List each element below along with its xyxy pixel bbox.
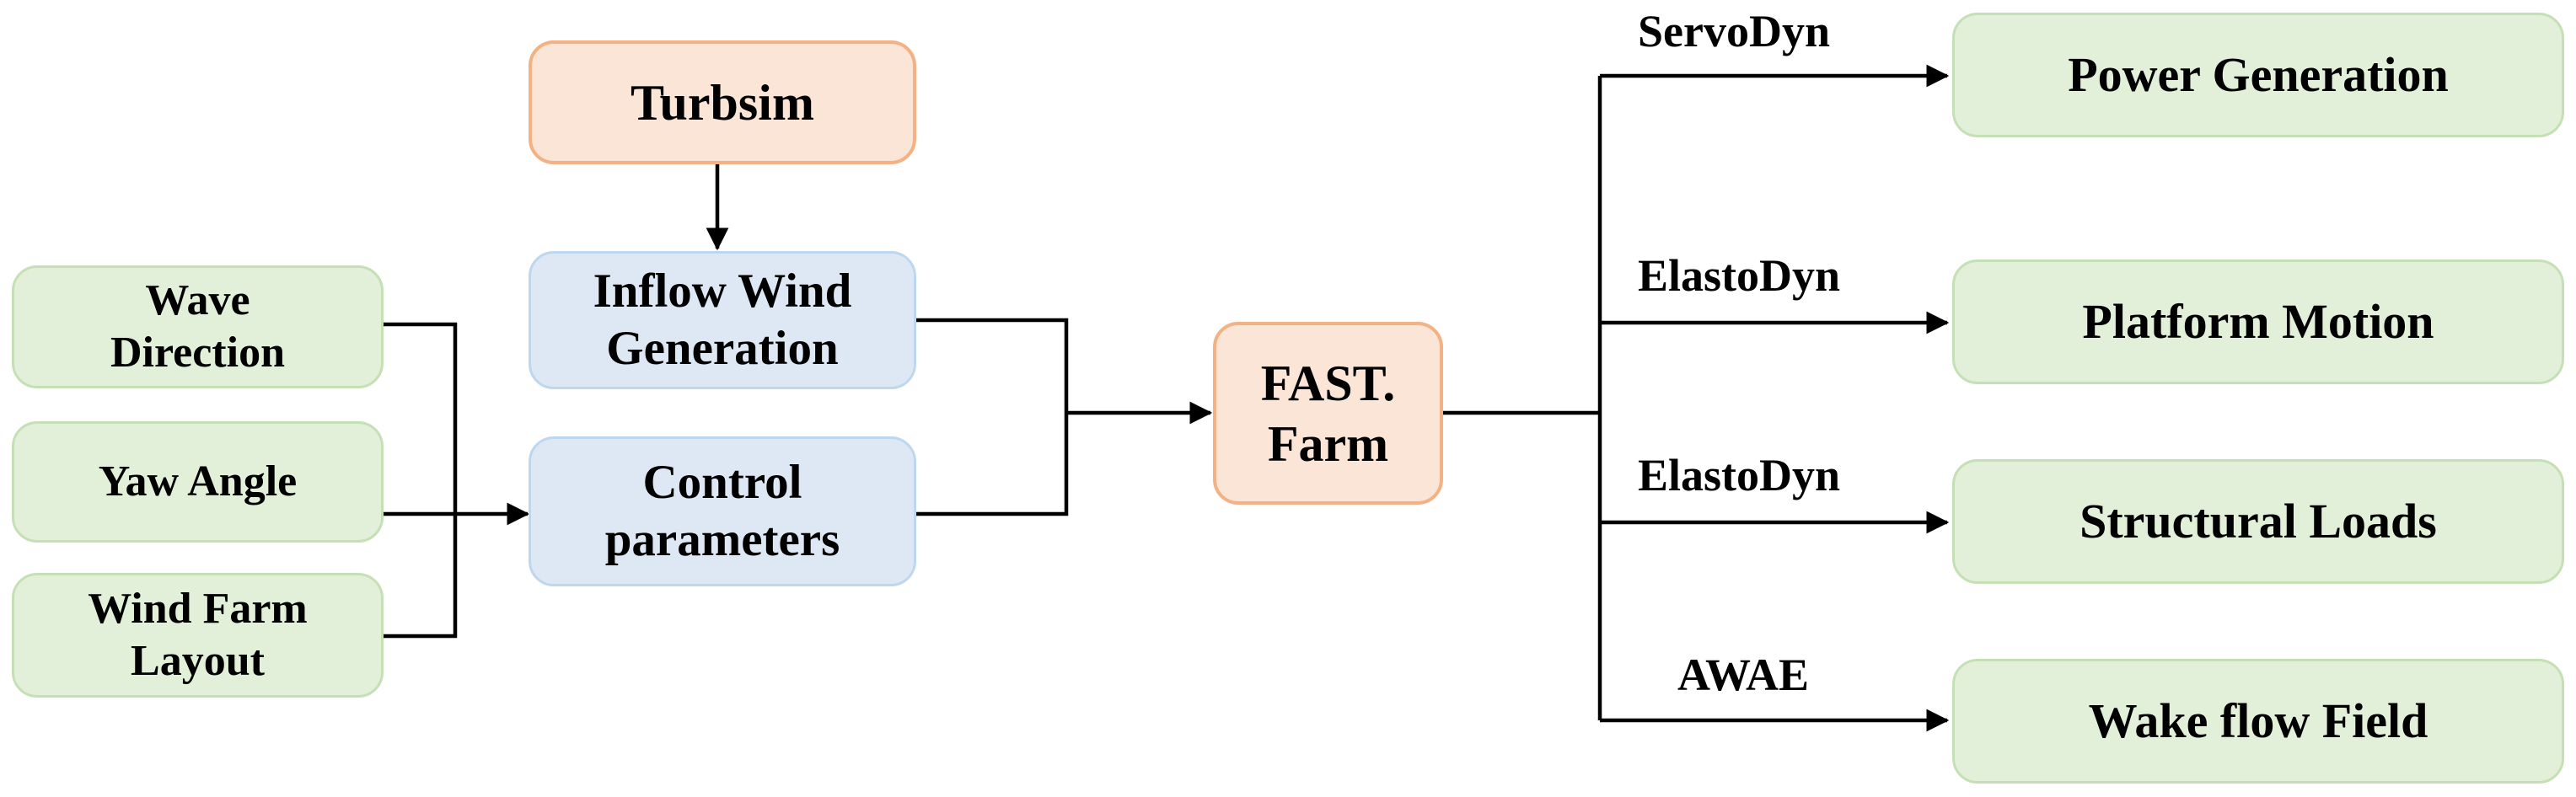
inflow-wind-generation-label: Inflow Wind Generation — [593, 264, 852, 375]
wave-direction-box: Wave Direction — [12, 265, 384, 388]
platform-motion-box: Platform Motion — [1952, 259, 2564, 384]
wake-flow-field-box: Wake flow Field — [1952, 659, 2564, 784]
control-parameters-label: Control parameters — [604, 455, 840, 566]
turbsim-box: Turbsim — [529, 40, 916, 164]
connector-wind-farm-layout — [384, 514, 458, 639]
platform-motion-label: Platform Motion — [2082, 294, 2434, 350]
connector-control — [916, 413, 1069, 516]
yaw-angle-box: Yaw Angle — [12, 421, 384, 543]
power-generation-box: Power Generation — [1952, 13, 2564, 137]
yaw-angle-label: Yaw Angle — [98, 457, 298, 505]
power-generation-label: Power Generation — [2068, 47, 2449, 103]
awae-label: AWAE — [1677, 650, 1810, 700]
connector-wave-direction — [384, 322, 458, 514]
wave-direction-label: Wave Direction — [110, 275, 285, 377]
elastodyn-label-2: ElastoDyn — [1638, 450, 1841, 500]
structural-loads-box: Structural Loads — [1952, 459, 2564, 584]
wind-farm-layout-box: Wind Farm Layout — [12, 573, 384, 698]
connector-inflow — [916, 318, 1069, 413]
fast-farm-box: FAST. Farm — [1213, 322, 1443, 505]
wind-farm-layout-label: Wind Farm Layout — [88, 584, 308, 685]
control-parameters-box: Control parameters — [529, 436, 916, 586]
turbsim-label: Turbsim — [631, 74, 814, 131]
wake-flow-field-label: Wake flow Field — [2088, 693, 2428, 749]
structural-loads-label: Structural Loads — [2080, 494, 2437, 549]
inflow-wind-generation-box: Inflow Wind Generation — [529, 251, 916, 389]
fast-farm-label: FAST. Farm — [1260, 355, 1396, 472]
servodyn-label: ServoDyn — [1638, 6, 1830, 56]
elastodyn-label-1: ElastoDyn — [1638, 250, 1841, 301]
